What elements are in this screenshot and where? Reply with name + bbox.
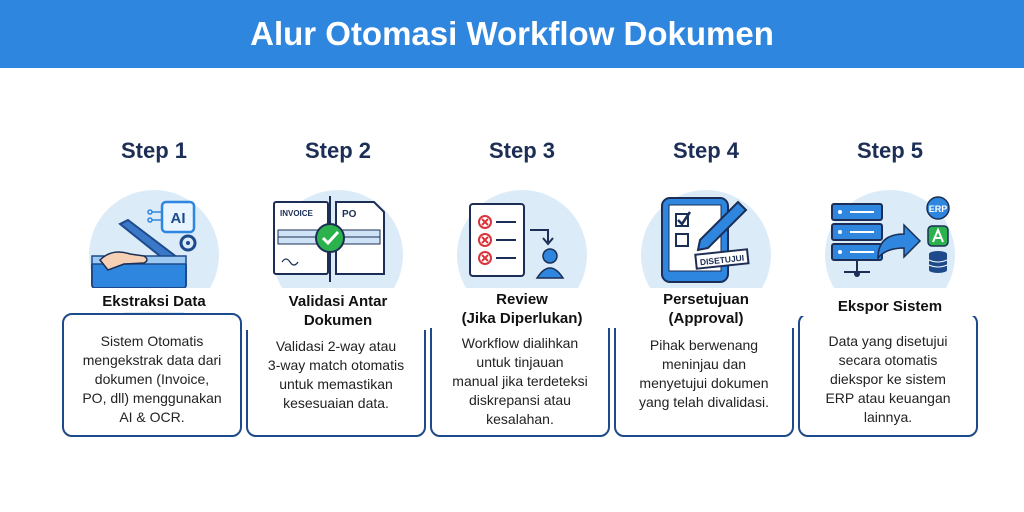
step-label: Step 2 [304,138,372,163]
desc-line: 3-way match otomatis [267,357,405,373]
desc-line: secara otomatis [838,352,938,368]
desc-line: dokumen (Invoice, [94,371,210,387]
step-description: Data yang disetujui secara otomatis diek… [804,332,972,427]
step-description: Workflow dialihkan untuk tinjauan manual… [436,334,604,429]
step-label: Step 3 [488,138,556,163]
step-1: Step 1 AI Ekstraksi Data Sistem Otomatis… [62,120,246,440]
step-card [430,313,610,437]
step-card [614,313,794,437]
step-description: Validasi 2-way atau 3-way match otomatis… [252,337,420,413]
step-5: Step 5 ERP Ekspor Sistem Data yang diset… [798,120,982,440]
step-label: Step 1 [120,138,188,163]
erp-badge-label: ERP [929,204,948,214]
step-description: Sistem Otomatis mengekstrak data dari do… [68,332,236,427]
invoice-label: INVOICE [280,209,314,218]
desc-line: Pihak berwenang [649,337,759,353]
desc-line: ERP atau keuangan [825,390,951,406]
step-4: Step 4 DISETUJUI Persetujuan (Approval) … [614,120,798,440]
desc-line: diskrepansi atau [469,392,571,408]
step-2: Step 2 INVOICE PO Validasi Antar Dokumen… [246,120,430,440]
desc-line: PO, dll) menggunakan [82,390,222,406]
desc-line: Workflow dialihkan [461,335,579,351]
step-title: Review [430,290,614,309]
desc-line: Data yang disetujui [828,333,948,349]
desc-line: kesalahan. [486,411,554,427]
header-banner: Alur Otomasi Workflow Dokumen [0,0,1024,68]
desc-line: untuk memastikan [279,376,393,392]
step-title: Validasi Antar [246,292,430,311]
desc-line: lainnya. [863,409,913,425]
desc-line: yang telah divalidasi. [639,394,769,410]
step-label: Step 4 [672,138,740,163]
review-checklist-icon [469,203,565,279]
step-card [62,313,242,437]
ai-chip-label: AI [171,210,186,227]
desc-line: Sistem Otomatis [100,333,204,349]
step-title: Ekstraksi Data [62,292,246,311]
export-server-icon: ERP [831,196,950,277]
po-label: PO [342,209,357,220]
step-label: Step 5 [856,138,924,163]
desc-line: diekspor ke sistem [830,371,946,387]
step-description: Pihak berwenang meninjau dan menyetujui … [620,336,788,412]
desc-line: meninjau dan [661,356,747,372]
step-3: Step 3 Review (Jika Diperlukan) Workflow… [430,120,614,440]
step-title: Ekspor Sistem [798,297,982,316]
desc-line: untuk tinjauan [476,354,564,370]
step-title-line2: (Jika Diperlukan) [430,309,614,328]
step-title: Persetujuan [614,290,798,309]
step-card [798,313,978,437]
approval-tablet-icon: DISETUJUI [661,197,750,283]
desc-line: manual jika terdeteksi [452,373,588,389]
desc-line: menyetujui dokumen [639,375,769,391]
scanner-ai-icon: AI [91,200,197,289]
desc-line: kesesuaian data. [283,395,389,411]
desc-line: AI & OCR. [119,409,185,425]
step-title-line2: Dokumen [246,311,430,330]
approved-stamp-label: DISETUJUI [699,253,744,268]
desc-line: mengekstrak data dari [82,352,222,368]
desc-line: Validasi 2-way atau [275,338,397,354]
document-match-icon: INVOICE PO [273,196,385,282]
step-title-line2: (Approval) [614,309,798,328]
page-title: Alur Otomasi Workflow Dokumen [250,15,774,52]
